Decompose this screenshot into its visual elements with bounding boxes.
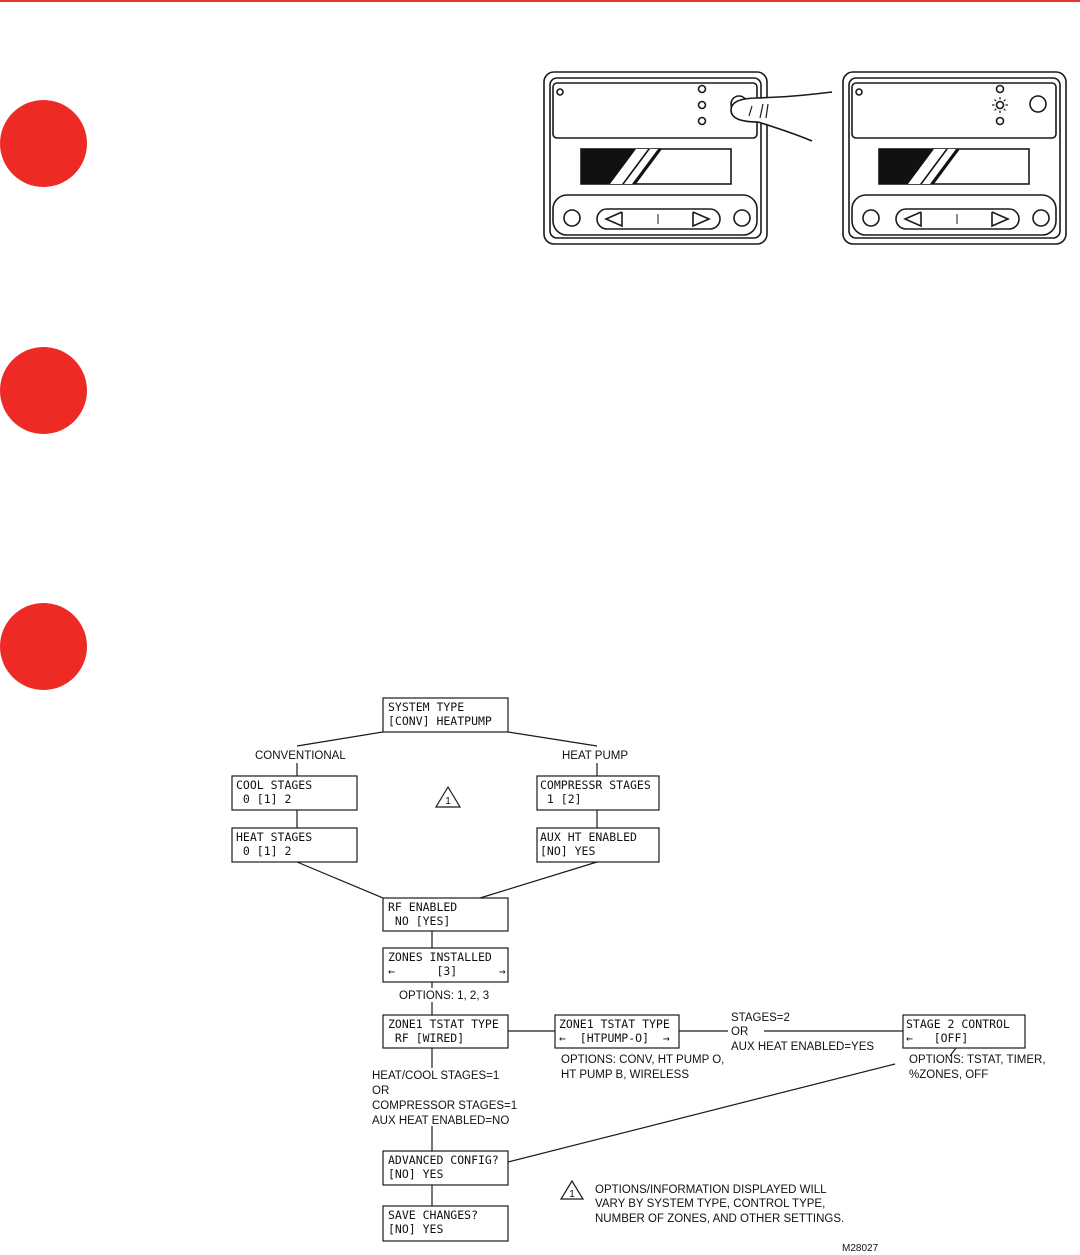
system-type-box	[382, 697, 509, 733]
stages-condition-line-3: AUX HEAT ENABLED=YES	[731, 1041, 874, 1053]
zone1-tstat-type-options: RF [WIRED]	[388, 1031, 464, 1045]
compressor-stages-title: COMPRESSR STAGES	[540, 778, 651, 792]
thermostat-illustrations	[543, 71, 1067, 245]
note-warning-icon	[434, 785, 462, 808]
step-2-marker	[0, 347, 87, 434]
aux-ht-enabled-options: [NO] YES	[540, 844, 595, 858]
stage2-control-options: ← [OFF]	[906, 1031, 968, 1045]
stage2-options-line-2: %ZONES, OFF	[909, 1069, 988, 1081]
cool-stages-options: 0 [1] 2	[236, 792, 291, 806]
single-stage-condition-line-1: HEAT/COOL STAGES=1	[372, 1070, 499, 1082]
zone1-options-line-2: HT PUMP B, WIRELESS	[561, 1069, 689, 1081]
note-text-line-3: NUMBER OF ZONES, AND OTHER SETTINGS.	[595, 1213, 844, 1225]
zones-options-label: OPTIONS: 1, 2, 3	[399, 990, 489, 1002]
zone1-tstat-type-wired-box	[554, 1014, 680, 1049]
note-marker: 1	[445, 796, 451, 807]
single-stage-condition-line-4: AUX HEAT ENABLED=NO	[372, 1115, 509, 1127]
single-stage-condition-line-3: COMPRESSOR STAGES=1	[372, 1100, 517, 1112]
advanced-config-box	[382, 1150, 509, 1186]
note-text-line-2: VARY BY SYSTEM TYPE, CONTROL TYPE,	[595, 1198, 825, 1210]
heat-stages-title: HEAT STAGES	[236, 830, 312, 844]
stage2-control-title: STAGE 2 CONTROL	[906, 1017, 1010, 1031]
aux-ht-enabled-title: AUX HT ENABLED	[540, 830, 637, 844]
heat-pump-label: HEAT PUMP	[562, 750, 628, 762]
rf-enabled-box	[382, 897, 509, 932]
step-1-marker	[0, 100, 87, 187]
stage2-options-line-1: OPTIONS: TSTAT, TIMER,	[909, 1054, 1046, 1066]
stages-condition-line-1: STAGES=2	[731, 1012, 790, 1024]
step-3-marker	[0, 603, 87, 690]
stages-condition-line-2: OR	[731, 1026, 748, 1038]
rf-enabled-title: RF ENABLED	[388, 900, 457, 914]
compressor-stages-options: 1 [2]	[540, 792, 582, 806]
flow-connectors	[296, 731, 957, 1206]
top-rule	[0, 0, 1080, 2]
zone1-tstat-type-title: ZONE1 TSTAT TYPE	[388, 1017, 499, 1031]
figure-id: M28027	[842, 1243, 879, 1254]
note-legend-marker: 1	[569, 1189, 575, 1200]
heat-stages-options: 0 [1] 2	[236, 844, 291, 858]
system-type-title: SYSTEM TYPE	[388, 700, 464, 714]
conventional-label: CONVENTIONAL	[255, 750, 346, 762]
zone1-tstat-type-box	[382, 1014, 509, 1049]
zone1-tstat-type-wired-title: ZONE1 TSTAT TYPE	[559, 1017, 670, 1031]
note-text-line-1: OPTIONS/INFORMATION DISPLAYED WILL	[595, 1184, 827, 1196]
heat-stages-box	[231, 827, 358, 863]
single-stage-condition-line-2: OR	[372, 1085, 389, 1097]
save-changes-box	[382, 1205, 509, 1242]
save-changes-options: [NO] YES	[388, 1222, 443, 1236]
advanced-config-title: ADVANCED CONFIG?	[388, 1153, 499, 1167]
aux-ht-enabled-box	[536, 827, 660, 863]
zones-installed-title: ZONES INSTALLED	[388, 950, 492, 964]
zone1-tstat-type-wired-options: ← [HTPUMP-O] →	[559, 1031, 670, 1045]
finger-icon	[730, 91, 833, 142]
compressor-stages-box	[536, 775, 660, 811]
system-type-options: [CONV] HEATPUMP	[388, 714, 492, 728]
rf-enabled-options: NO [YES]	[388, 914, 450, 928]
stage2-control-box	[902, 1014, 1026, 1049]
note-legend-warning-icon	[559, 1179, 585, 1200]
cool-stages-box	[231, 775, 358, 811]
cool-stages-title: COOL STAGES	[236, 778, 312, 792]
zone1-options-line-1: OPTIONS: CONV, HT PUMP O,	[561, 1054, 724, 1066]
advanced-config-options: [NO] YES	[388, 1167, 443, 1181]
zones-installed-box	[382, 947, 509, 983]
thermostat-light-on-icon	[842, 71, 1067, 245]
save-changes-title: SAVE CHANGES?	[388, 1208, 478, 1222]
zones-installed-options: ← [3] →	[388, 964, 506, 978]
